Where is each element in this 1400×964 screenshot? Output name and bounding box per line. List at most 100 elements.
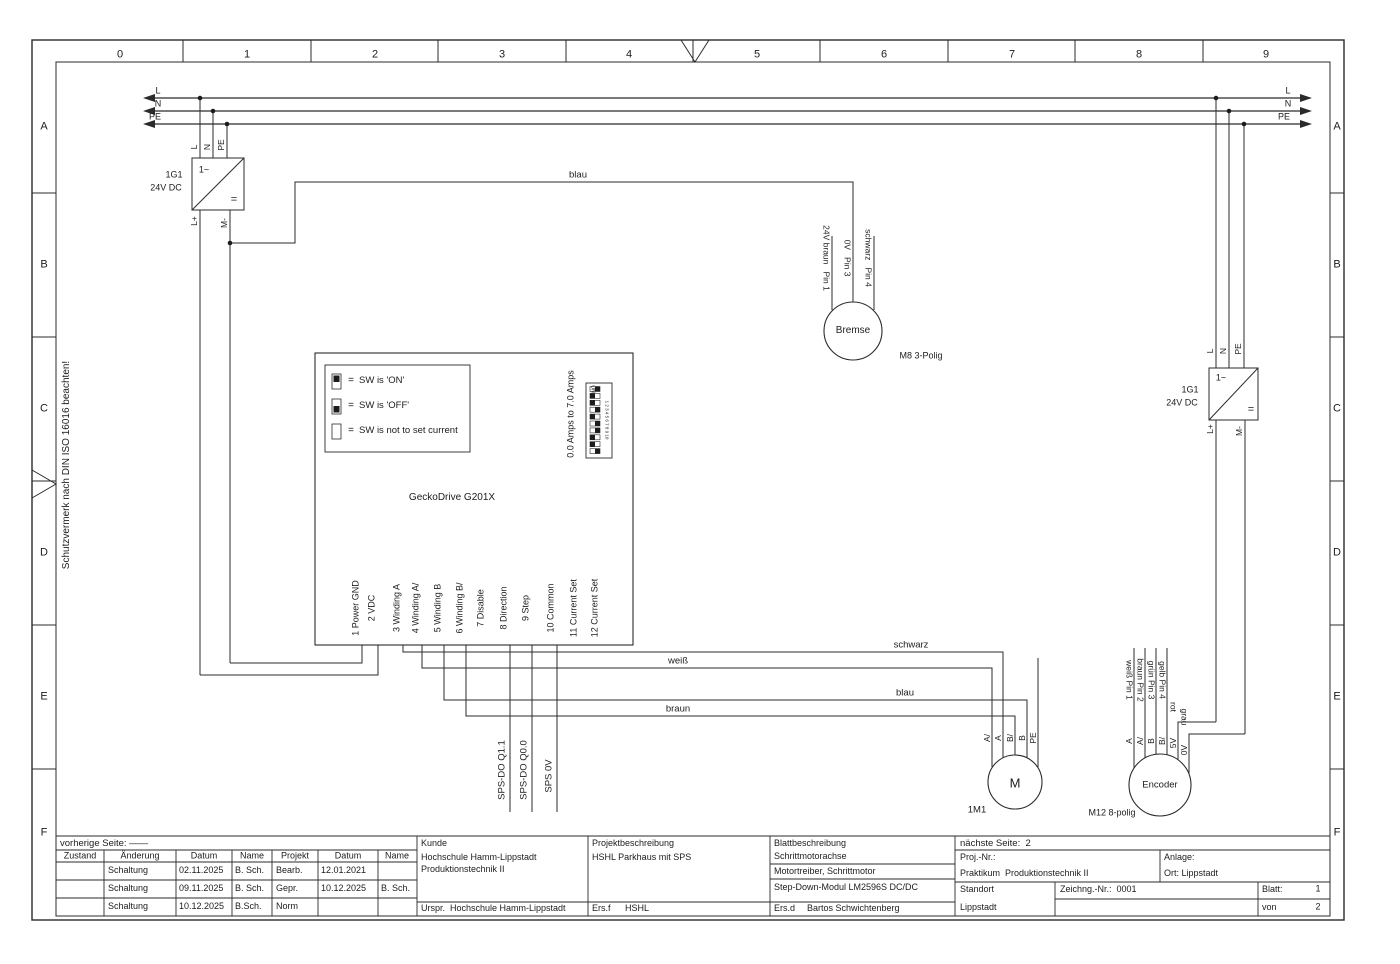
appr-date: 10.12.2025: [321, 883, 367, 893]
legend-equals: =: [348, 425, 354, 436]
gecko-pin-label: 5 Winding B: [432, 583, 443, 633]
wire-label-weiss: weiß: [667, 655, 689, 667]
column-label: 5: [753, 48, 761, 61]
rev-date: 09.11.2025: [179, 883, 224, 893]
dip-range-label: 0.0 Amps to 7.0 Amps: [565, 370, 576, 458]
psu-left-ref: 1G1: [165, 169, 183, 180]
psu-left-ac-symbol: 1~: [198, 164, 210, 175]
psu-left-out-plus: L+: [188, 216, 199, 226]
psu-right-ac-symbol: 1~: [1215, 372, 1227, 383]
encoder-pin-label: 5V: [1167, 737, 1178, 749]
encoder-pin-label: B/: [1156, 736, 1167, 746]
encoder-wire-label: gelb Pin 4: [1157, 661, 1168, 699]
legend-equals: =: [348, 375, 354, 386]
psu-left-in-l: L: [188, 144, 199, 150]
gecko-pin-label: 3 Winding A: [391, 583, 402, 633]
legend-text: SW is not to set current: [359, 425, 458, 436]
brake-wire-label: 0V Pin 3: [842, 239, 853, 277]
ersd-label: Ers.d: [774, 903, 796, 913]
motor-pin-label: PE: [1027, 732, 1038, 744]
gecko-pin-label: 4 Winding A/: [410, 582, 421, 634]
drawing-number: Zeichng.-Nr.: 0001: [1060, 884, 1137, 894]
sheet-header: Blattbeschreibung: [774, 838, 847, 848]
dip-numbers: 1 2 3 4 5 6 7 8 9 10: [604, 400, 610, 440]
psu-right-in-l: L: [1204, 348, 1215, 354]
bus-label-l-left: L: [155, 85, 161, 96]
appr-name: B. Sch.: [381, 883, 411, 893]
column-label: 4: [625, 48, 633, 61]
von-number: 2: [1315, 901, 1321, 912]
proj-nr-label: Proj.-Nr.:: [960, 852, 996, 862]
encoder-pin-label: A/: [1134, 736, 1145, 746]
row-label-right: A: [1333, 120, 1341, 133]
wire-label-blau-top: blau: [569, 169, 587, 181]
encoder-wire-label: weiß Pin 1: [1124, 660, 1135, 700]
motor-symbol: [987, 754, 1043, 810]
ersf-value: HSHL: [625, 903, 650, 913]
brake-label: Bremse: [835, 325, 871, 336]
psu-right-in-n: N: [1217, 347, 1228, 355]
encoder-pin-label: 0V: [1178, 744, 1189, 756]
psu-left-out-minus: M-: [218, 218, 229, 228]
column-label: 9: [1262, 48, 1270, 61]
motor-pin-label: A: [992, 735, 1003, 741]
sps-label-q00: SPS-DO Q0.0: [518, 740, 530, 800]
column-label: 7: [1008, 48, 1016, 61]
row-label-right: B: [1333, 258, 1341, 271]
psu-left-symbol: [191, 98, 854, 676]
rev-change: Schaltung: [108, 883, 149, 893]
encoder-pin-label: A: [1123, 738, 1134, 744]
project-line1: HSHL Parkhaus mit SPS: [592, 852, 692, 862]
column-label: 6: [880, 48, 888, 61]
prev-page-label: vorherige Seite: ——: [60, 838, 149, 849]
column-label: 3: [498, 48, 506, 61]
gecko-pin-label: 9 Step: [520, 594, 531, 622]
legend-text: SW is 'ON': [359, 375, 405, 386]
psu-right-rating: 24V DC: [1166, 397, 1198, 408]
appr-role: Gepr.: [276, 883, 299, 893]
rev-date: 02.11.2025: [179, 865, 224, 875]
standort-value: Lippstadt: [960, 902, 997, 912]
brake-symbol: [823, 236, 883, 361]
appr-header-projekt: Projekt: [280, 850, 310, 861]
appr-date: 12.01.2021: [321, 865, 367, 875]
encoder-wire-label: braun Pin 2: [1135, 658, 1146, 702]
rev-date: 10.12.2025: [179, 901, 225, 911]
gecko-title: GeckoDrive G201X: [408, 492, 496, 503]
column-label: 2: [371, 48, 379, 61]
gecko-pin-label: 6 Winding B/: [454, 582, 465, 634]
legend-text: SW is 'OFF': [359, 400, 410, 411]
dip-switch-fills: [590, 386, 600, 454]
motor-pin-label: B: [1016, 735, 1027, 741]
next-page-label: nächste Seite: 2: [960, 838, 1031, 849]
sheet-line1: Schrittmotorachse: [774, 851, 847, 861]
psu-right-symbol: [1208, 98, 1259, 734]
standort-label: Standort: [960, 884, 995, 894]
rev-header-zustand: Zustand: [63, 850, 97, 861]
origin-label: Urspr.: [421, 903, 446, 913]
appr-role: Norm: [276, 901, 298, 911]
project-header: Projektbeschreibung: [592, 838, 675, 848]
motor-pin-label: B/: [1004, 733, 1015, 743]
gecko-pin-label: 7 Disable: [475, 589, 486, 627]
origin-value: Hochschule Hamm-Lippstadt: [450, 903, 566, 913]
bus-lines: [148, 97, 1307, 125]
row-label-right: E: [1333, 690, 1341, 703]
row-label-left: A: [40, 120, 48, 133]
rev-header-name: Name: [239, 850, 265, 861]
title-block-grid: [56, 836, 1330, 916]
rev-header-aenderung: Änderung: [120, 850, 160, 861]
psu-left-dc-symbol: =: [230, 193, 238, 206]
ort-value: Ort: Lippstadt: [1164, 868, 1219, 878]
encoder-wire-label: grün Pin 3: [1146, 660, 1157, 700]
sheet-line3: Step-Down-Modul LM2596S DC/DC: [774, 882, 919, 892]
rev-name: B.Sch.: [235, 901, 262, 911]
von-label: von: [1262, 902, 1277, 912]
gecko-pin-label: 12 Current Set: [589, 578, 600, 638]
encoder-label: Encoder: [1142, 779, 1178, 791]
row-label-left: E: [40, 690, 48, 703]
kunde-line1: Hochschule Hamm-Lippstadt: [421, 852, 537, 862]
motor-wiring: [402, 645, 1039, 812]
